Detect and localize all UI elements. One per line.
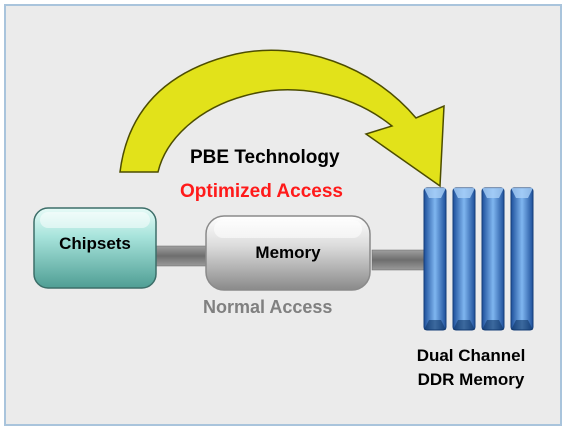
dimm-module bbox=[423, 187, 447, 331]
dimm-module bbox=[452, 187, 476, 331]
optimized-access-label: Optimized Access bbox=[180, 181, 343, 202]
dimm-module bbox=[481, 187, 505, 331]
pbe-technology-title: PBE Technology bbox=[190, 147, 340, 168]
ddr-memory-label: Dual Channel DDR Memory bbox=[386, 344, 556, 392]
ddr-label-line2: DDR Memory bbox=[417, 370, 525, 389]
memory-label: Memory bbox=[255, 243, 321, 262]
ddr-label-line1: Dual Channel bbox=[416, 346, 526, 365]
chipsets-label: Chipsets bbox=[59, 234, 131, 253]
normal-access-label: Normal Access bbox=[203, 297, 333, 317]
dimm-group bbox=[423, 187, 534, 331]
connector-bar-right bbox=[371, 249, 429, 271]
dimm-module bbox=[510, 187, 534, 331]
optimized-access-arrow bbox=[119, 49, 445, 188]
connector-bar-left bbox=[155, 245, 209, 267]
